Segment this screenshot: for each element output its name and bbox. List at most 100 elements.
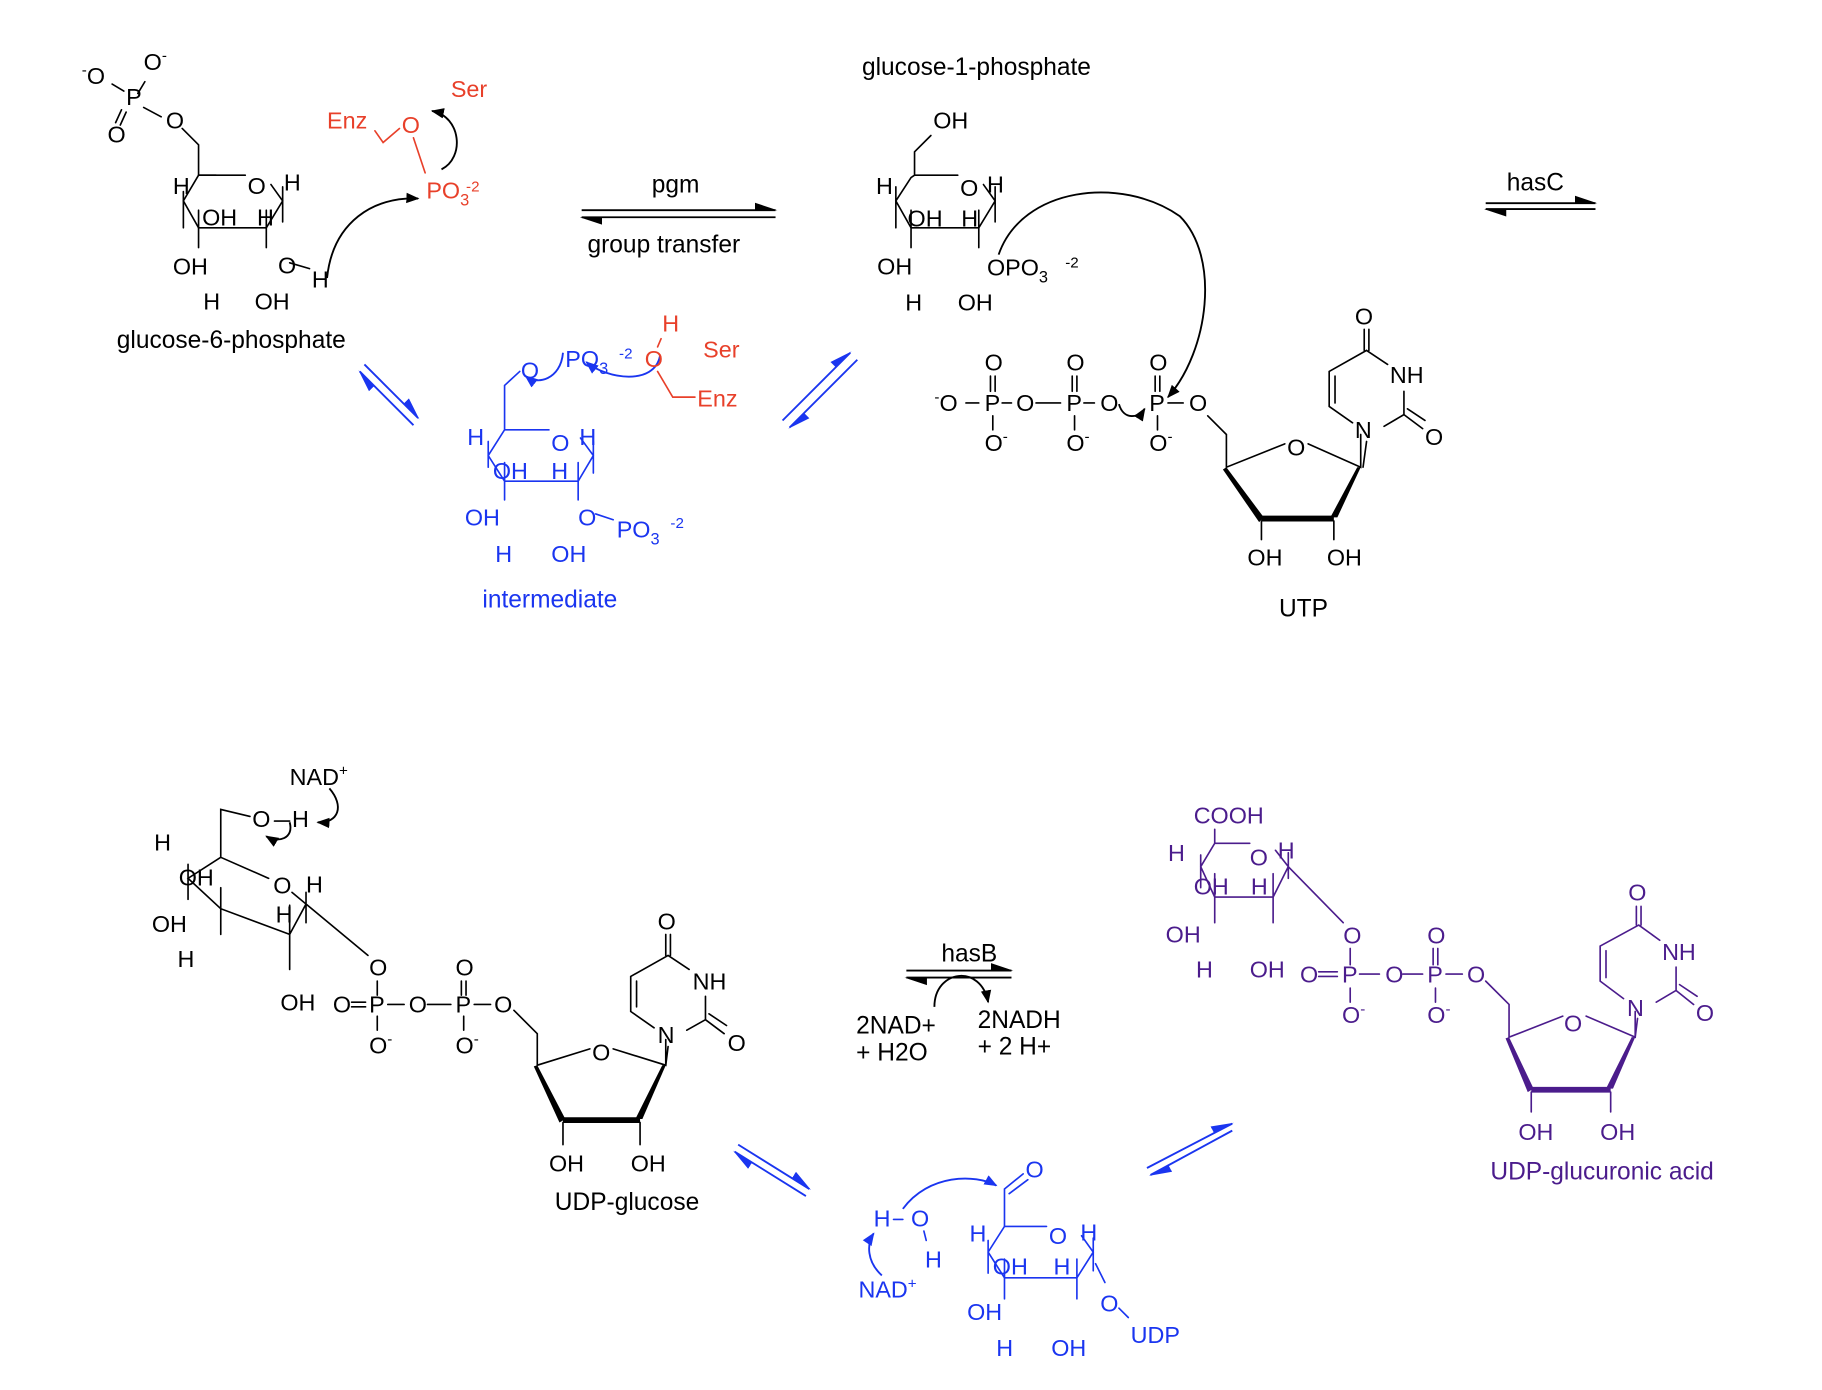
bond (656, 337, 696, 398)
atom-o: O (1149, 349, 1167, 375)
reaction-hasB: hasB 2NAD+ + H2O 2NADH + 2 H+ (856, 940, 1061, 1066)
cofactor-arrow (933, 975, 992, 1007)
atom-oh: OH (202, 204, 237, 230)
mechanism-arrow (1118, 403, 1146, 422)
equilibrium-arrow (788, 359, 858, 429)
atom-n: N (1627, 995, 1644, 1021)
atom-o: O (1467, 961, 1485, 987)
mechanism-arrow (430, 108, 458, 171)
wedge-bond (635, 1065, 666, 1119)
atom-o: O (1628, 880, 1646, 906)
atom-h: H (203, 289, 220, 315)
atom-o: O (645, 346, 663, 372)
bond (182, 186, 311, 270)
glucose-1-phosphate-structure: glucose-1-phosphate OH O H H OH H OH OPO… (862, 54, 1206, 399)
compound-label-utp: UTP (1279, 596, 1328, 623)
subscript-3: 3 (650, 530, 659, 548)
mechanism-arrow (862, 1232, 883, 1277)
atom-oh: OH (1166, 922, 1201, 948)
equilibrium-arrow (733, 1150, 807, 1197)
atom-h: H (551, 458, 568, 484)
ribose-bonds (1206, 414, 1362, 469)
atom-o-minus: O- (1427, 1001, 1450, 1028)
ribose-oxygen: O (592, 1040, 610, 1066)
compound-label-g6p: glucose-6-phosphate (117, 327, 346, 354)
atom-oh: OH (1194, 874, 1229, 900)
atom-h: H (1080, 1219, 1097, 1245)
bond (1260, 520, 1335, 541)
ring-bonds (1199, 828, 1345, 924)
atom-h: H (579, 424, 596, 450)
atom-h: H (987, 172, 1004, 198)
ring-bonds (186, 808, 369, 971)
atom-h: H (306, 871, 323, 897)
mechanism-arrow (902, 1175, 998, 1210)
enzyme-serine-phosphate: Enz Ser O PO3 -2 (327, 76, 487, 210)
atom-o: O (166, 107, 184, 133)
atom-o: O (456, 954, 474, 980)
enzyme-label-hasC: hasC (1507, 169, 1564, 196)
ring-bonds (894, 134, 997, 249)
atom-o-minus: O- (1149, 429, 1172, 456)
atom-oh: OH (933, 107, 968, 133)
atom-h: H (969, 1221, 986, 1247)
reaction-pgm: pgm group transfer (579, 172, 778, 258)
atom-o: O (911, 1205, 929, 1231)
ring-oxygen: O (1250, 844, 1268, 870)
atom-p: P (126, 84, 142, 110)
compound-label-g1p: glucose-1-phosphate (862, 54, 1091, 81)
atom-o: O (1100, 1291, 1118, 1317)
atom-o: O (1696, 1000, 1714, 1026)
equilibrium-arrow (1146, 1122, 1234, 1169)
diphosphate-bonds (1317, 947, 1637, 1039)
atom-oh: OH (967, 1299, 1002, 1325)
atom-h: H (1196, 957, 1213, 983)
subscript-3: 3 (599, 360, 608, 378)
nad-label: NAD+ (290, 763, 348, 790)
phosphate-group: PO3 (426, 178, 469, 210)
atom-h: H (662, 311, 679, 337)
atom-o-minus: -O (82, 62, 105, 89)
uracil-bonds (629, 933, 728, 1067)
compound-label-udp-glucuronic-acid: UDP-glucuronic acid (1490, 1159, 1713, 1186)
atom-o-minus: O- (144, 48, 167, 75)
equilibrium-arrow (781, 351, 852, 422)
phosphate-group: OPO3 (987, 255, 1048, 287)
atom-nh: NH (1662, 939, 1696, 965)
enzyme-label-pgm: pgm (652, 172, 700, 199)
phosphate-group: PO3 (617, 516, 660, 548)
atom-n: N (1355, 417, 1372, 443)
equilibrium-arrow (358, 370, 415, 426)
atom-p: P (1342, 961, 1358, 987)
atom-o: O (409, 992, 427, 1018)
equilibrium-arrow (737, 1143, 812, 1191)
atom-oh: OH (280, 989, 315, 1015)
atom-o: O (107, 121, 125, 147)
ring-oxygen: O (960, 175, 978, 201)
atom-oh: OH (1051, 1335, 1086, 1361)
atom-p: P (369, 992, 385, 1018)
ribose-oxygen: O (1287, 435, 1305, 461)
atom-o: O (1016, 390, 1034, 416)
mechanism-arrow (524, 352, 564, 388)
atom-p: P (1427, 961, 1443, 987)
atom-oh: OH (551, 541, 586, 567)
atom-h: H (1278, 837, 1295, 863)
subscript-3: 3 (1039, 269, 1048, 287)
product-protons: + 2 H+ (978, 1034, 1052, 1061)
atom-p: P (1066, 390, 1082, 416)
udp-glucose-structure: NAD+ O H O H OH H OH H H OH O O P O P O … (152, 763, 746, 1216)
atom-h: H (925, 1246, 942, 1272)
atom-oh: OH (179, 864, 214, 890)
atom-o: O (1343, 923, 1361, 949)
atom-h: H (961, 206, 978, 232)
atom-oh: OH (255, 289, 290, 315)
atom-oh: OH (152, 911, 187, 937)
atom-o: O (1066, 349, 1084, 375)
wedge-bond (1330, 467, 1361, 518)
reaction-hasC: hasC (1483, 169, 1598, 217)
equilibrium-arrow (1148, 1129, 1233, 1176)
atom-h: H (1054, 1253, 1071, 1279)
atom-o-minus: -O (934, 389, 957, 416)
atom-oh: OH (1247, 544, 1282, 570)
